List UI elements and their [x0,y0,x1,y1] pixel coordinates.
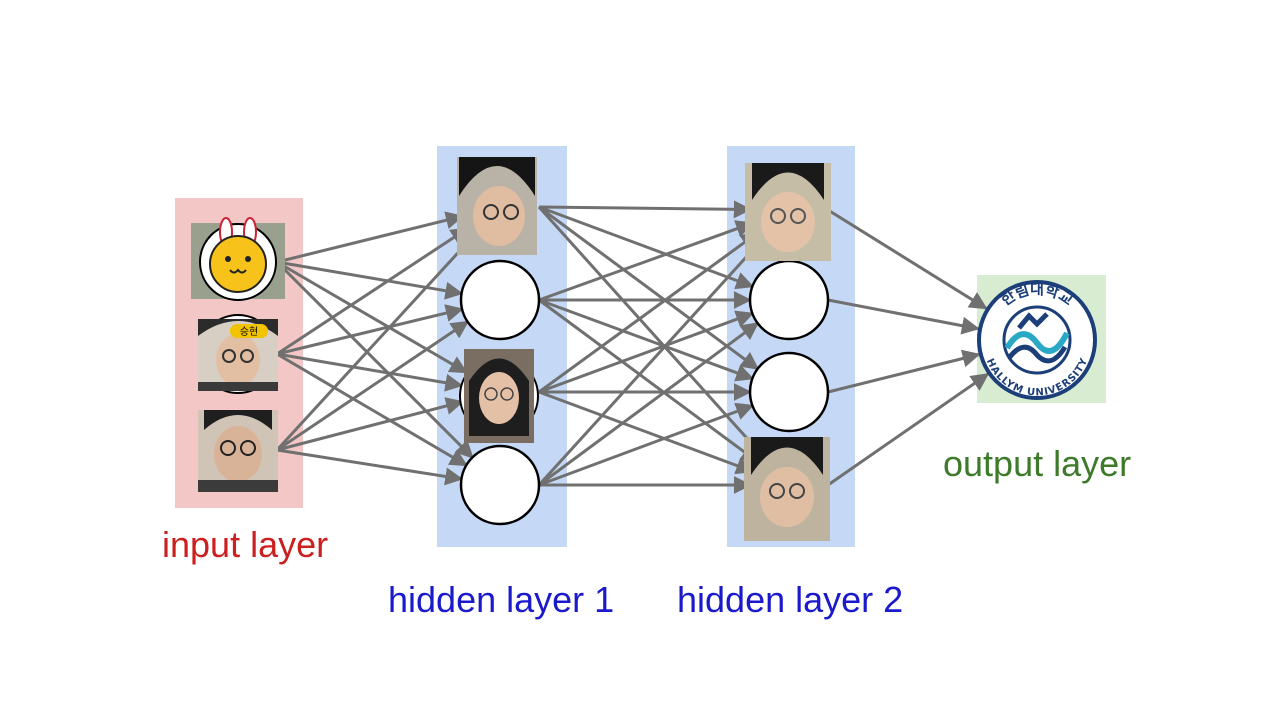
edge-hidden2-1-to-output-0 [827,298,980,335]
hidden-1-node-2 [459,259,541,341]
edge-hidden1-2-to-hidden2-1 [538,310,755,394]
edge-input-2-to-hidden1-0 [275,234,475,452]
edge-hidden1-1-to-hidden2-3 [538,298,760,464]
hidden-2-node-3 [748,351,830,433]
name-badge [230,324,268,338]
edge-input-2-to-hidden1-2 [276,397,464,452]
edge-input-0-to-hidden1-3 [275,260,474,459]
edge-hidden2-2-to-output-0 [827,349,981,394]
edge-hidden1-2-to-hidden2-0 [538,231,759,394]
edge-hidden1-3-to-hidden2-1 [538,321,760,487]
input-layer-label: input layer [162,524,329,565]
edge-hidden1-1-to-hidden2-0 [538,220,754,302]
hidden-layer-2-label: hidden layer 2 [677,579,904,620]
output-node-hallym-logo: 한림대학교 HALLYM UNIVERSITY [977,280,1097,400]
edge-input-1-to-hidden1-3 [276,352,468,467]
edge-input-0-to-hidden1-1 [276,260,464,300]
edge-hidden1-0-to-hidden2-1 [538,205,755,290]
edge-input-0-to-hidden1-2 [276,260,468,374]
edge-input-2-to-hidden1-3 [276,448,464,486]
connections [275,200,990,494]
name-badge-text: 승현 [240,326,258,338]
hidden-2-node-4-face [744,437,830,541]
edge-input-1-to-hidden1-0 [276,227,469,356]
edge-hidden1-3-to-hidden2-2 [538,402,755,487]
hidden-1-node-4 [459,444,541,526]
edge-hidden2-3-to-output-0 [827,372,990,487]
input-node-1-character-face [191,217,285,301]
edge-hidden1-3-to-hidden2-0 [537,237,764,487]
output-layer-label: output layer [943,443,1132,484]
hidden-1-node-3-face [459,349,539,443]
edge-input-1-to-hidden1-2 [276,352,464,392]
input-node-2-face-cap: 승현 [198,314,278,394]
hidden-1-node-1-face [457,157,537,255]
edge-hidden1-2-to-hidden2-3 [538,390,755,475]
edge-input-1-to-hidden1-1 [276,304,464,356]
edge-hidden1-1-to-hidden2-2 [538,298,755,382]
edge-hidden2-0-to-output-0 [827,208,988,310]
input-node-3-face-glasses [198,410,278,492]
edge-input-2-to-hidden1-1 [276,320,470,452]
edge-hidden1-0-to-hidden2-0 [538,200,752,219]
hidden-2-node-1-face [745,163,831,261]
edge-hidden1-0-to-hidden2-2 [538,205,760,371]
edge-input-0-to-hidden1-0 [276,211,464,264]
hidden-layer-1-label: hidden layer 1 [388,579,615,620]
hidden-2-node-2 [748,259,830,341]
